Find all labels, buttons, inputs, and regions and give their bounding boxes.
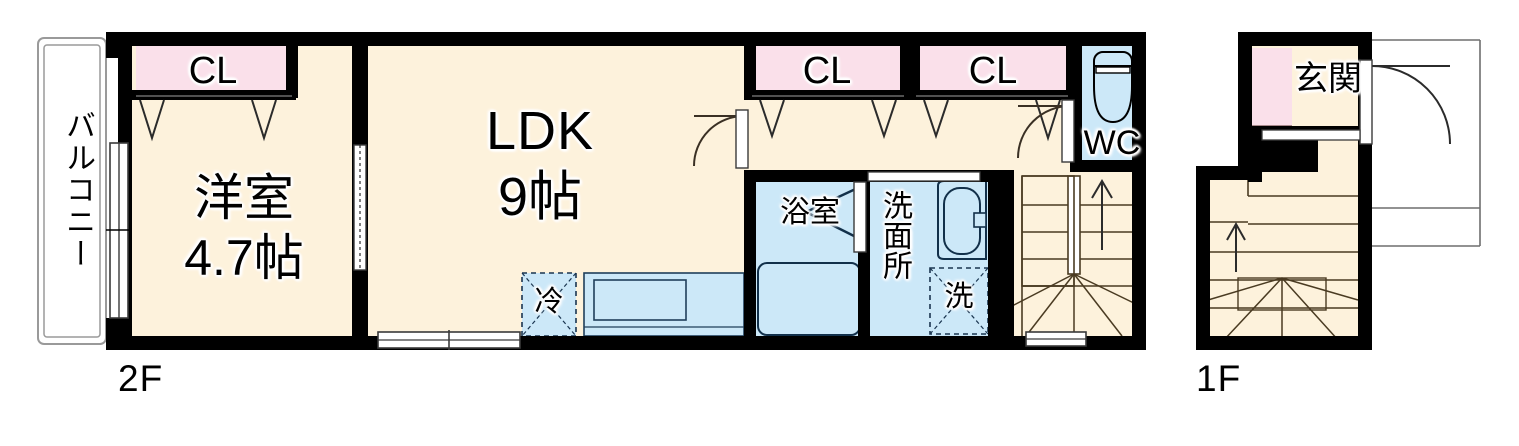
stairs-2f (1011, 175, 1142, 340)
toilet-symbol (1093, 51, 1133, 124)
closet-fill-1 (136, 44, 290, 96)
stairs-1f (1202, 170, 1360, 344)
balcony-sliding-door (106, 142, 132, 319)
ldk-entry-door (693, 109, 749, 169)
floor-1f-group (1196, 32, 1481, 350)
washing-machine-symbol (929, 267, 989, 335)
stair-window (1025, 331, 1087, 347)
closet-fill-2 (754, 44, 900, 96)
washbasin-symbol (937, 180, 987, 260)
entrance-threshold (1261, 129, 1361, 141)
closet-door-marks-2 (752, 95, 904, 140)
washroom-opening (824, 171, 981, 182)
wc-door (1017, 99, 1075, 163)
kitchen-counter-fill (584, 273, 744, 336)
kitchen-sink (593, 279, 687, 321)
shoe-closet-fill (1252, 48, 1292, 126)
bathroom-door (803, 181, 867, 253)
entrance-door (1359, 59, 1451, 145)
bathtub-symbol (757, 262, 861, 336)
room-to-ldk-door (353, 144, 367, 271)
refrigerator-symbol (521, 272, 577, 337)
closet-door-marks-3 (916, 95, 1068, 142)
balcony (37, 37, 107, 345)
closet-fill-3 (920, 44, 1066, 96)
ldk-window (377, 330, 521, 350)
exterior-reference-lines (1366, 39, 1481, 247)
closet-door-marks-1 (136, 95, 292, 142)
floor-2f-group (37, 32, 1146, 350)
